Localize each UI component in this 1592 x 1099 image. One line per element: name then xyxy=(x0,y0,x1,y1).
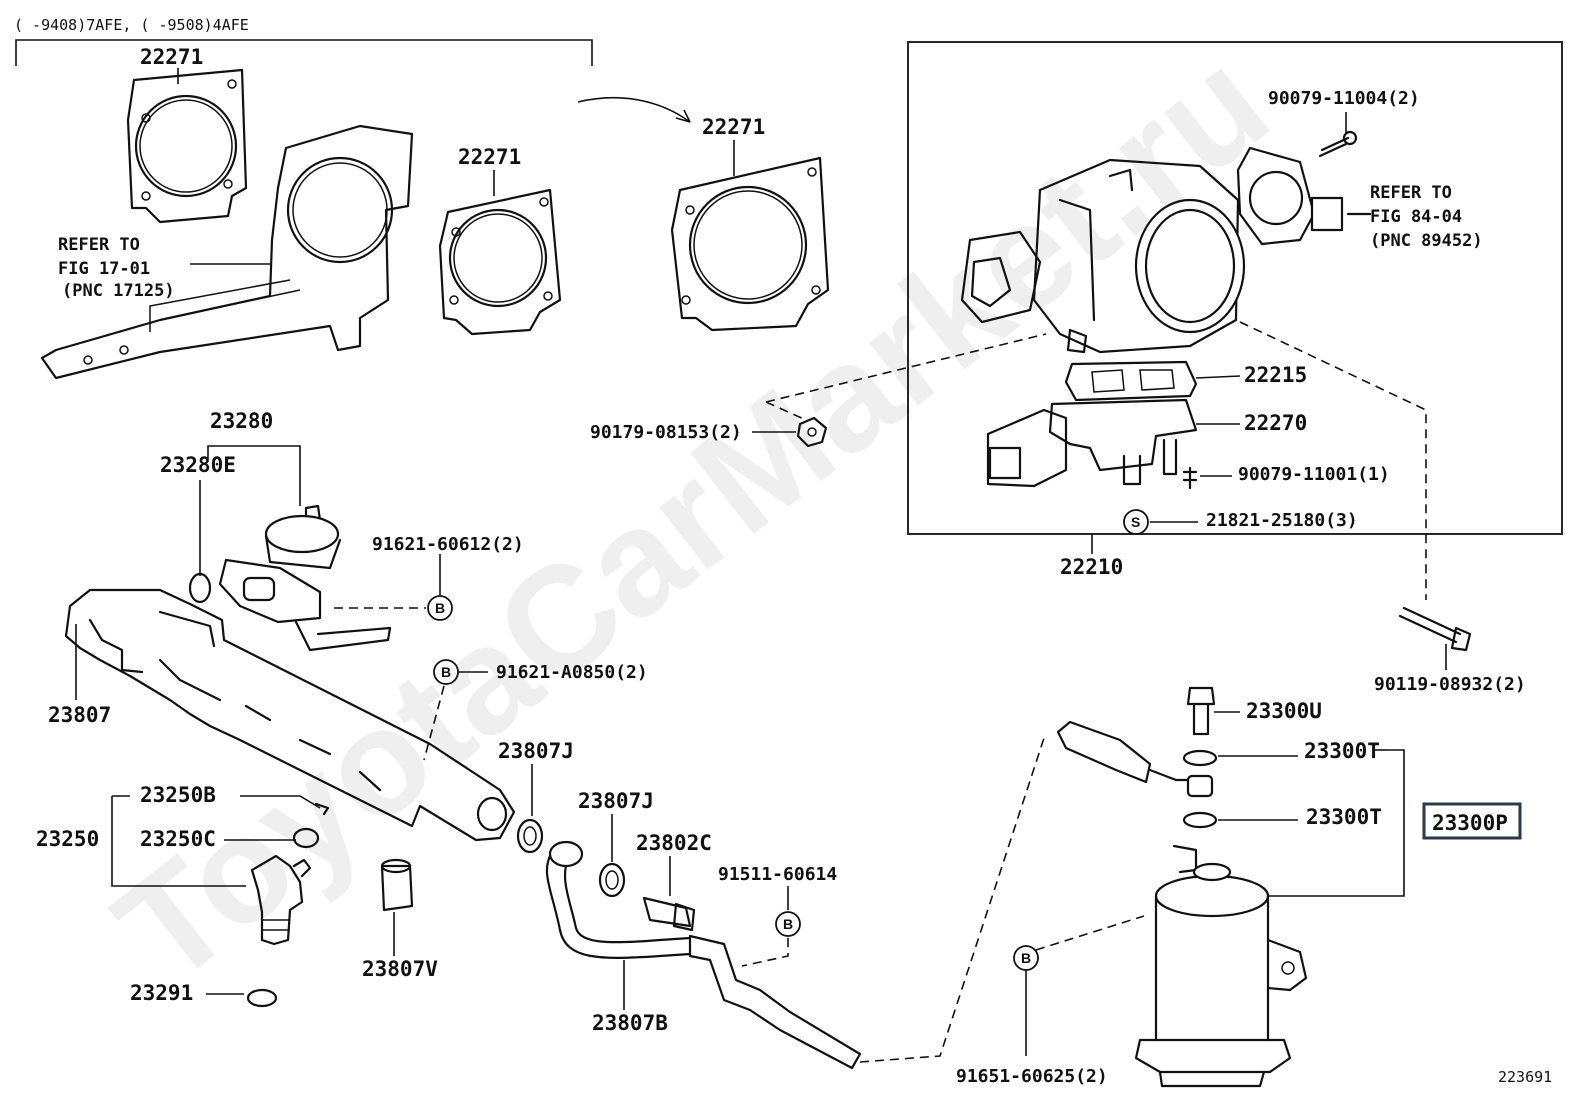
label-91511-60614: 91511-60614 xyxy=(718,864,837,885)
dashed-leader xyxy=(423,685,445,761)
injector-ring-23291[interactable] xyxy=(246,988,278,1008)
regulator-bracket xyxy=(207,445,301,506)
label-23300T-a: 23300T xyxy=(1304,739,1380,763)
dashed-leader xyxy=(1035,915,1145,951)
filter-bracket-lines xyxy=(1250,749,1405,897)
label-22271-c: 22271 xyxy=(702,115,765,139)
svg-text:REFER TO: REFER TO xyxy=(58,235,140,255)
badge-b-2: B xyxy=(433,659,459,685)
label-23250C: 23250C xyxy=(140,827,216,851)
arrow-icon xyxy=(577,97,691,123)
fuel-filter[interactable] xyxy=(1134,844,1308,1088)
label-23250: 23250 xyxy=(36,827,99,851)
filter-kit-callout[interactable]: 23300P xyxy=(1422,802,1522,840)
label-91651-60625: 91651-60625(2) xyxy=(956,1066,1108,1087)
gasket-22271-c[interactable] xyxy=(670,156,830,332)
svg-text:23300P: 23300P xyxy=(1432,811,1508,835)
screw-90079-11004[interactable] xyxy=(1318,130,1358,158)
label-21821-25180: 21821-25180(3) xyxy=(1206,510,1358,531)
filter-gasket-23300T-b[interactable] xyxy=(1182,811,1218,829)
label-90179-08153: 90179-08153(2) xyxy=(590,422,742,443)
label-22271-a: 22271 xyxy=(140,45,203,69)
dashed-leader xyxy=(859,737,1045,1063)
svg-text:(PNC 89452): (PNC 89452) xyxy=(1370,231,1483,251)
dashed-leader xyxy=(741,938,789,967)
label-91621-A0850: 91621-A0850(2) xyxy=(496,662,648,683)
hose-23807B[interactable] xyxy=(545,840,862,1070)
label-23807J-a: 23807J xyxy=(498,739,574,763)
intake-bracket[interactable] xyxy=(40,124,414,380)
union-bolt-23802C[interactable] xyxy=(642,896,696,932)
iac-valve[interactable] xyxy=(986,398,1198,488)
injector-clip-23250B[interactable] xyxy=(314,802,330,816)
filter-bolt-23300U[interactable] xyxy=(1186,686,1216,736)
svg-text:REFER TO: REFER TO xyxy=(1370,183,1452,203)
applicability-label: ( -9408)7AFE, ( -9508)4AFE xyxy=(14,16,249,34)
label-23300U: 23300U xyxy=(1246,699,1322,723)
svg-text:(PNC 17125): (PNC 17125) xyxy=(62,281,175,301)
dashed-leader xyxy=(1239,321,1427,600)
oring-23280E[interactable] xyxy=(188,572,212,604)
leader xyxy=(1195,375,1241,379)
injector-23250[interactable] xyxy=(250,854,312,946)
oring-23250C[interactable] xyxy=(292,827,320,849)
label-23807J-b: 23807J xyxy=(578,789,654,813)
gasket-22215[interactable] xyxy=(1064,360,1198,402)
svg-text:B: B xyxy=(435,600,445,616)
label-23291: 23291 xyxy=(130,981,193,1005)
svg-text:B: B xyxy=(1021,950,1031,966)
label-22215: 22215 xyxy=(1244,363,1307,387)
nut-90179-08153[interactable] xyxy=(796,416,828,448)
svg-text:B: B xyxy=(783,916,793,932)
label-23802C: 23802C xyxy=(636,831,712,855)
label-23280E: 23280E xyxy=(160,453,236,477)
gasket-23807J-b[interactable] xyxy=(598,862,626,898)
gasket-22271-a[interactable] xyxy=(126,68,248,224)
filter-gasket-23300T-a[interactable] xyxy=(1182,749,1218,767)
label-23250B: 23250B xyxy=(140,783,216,807)
filter-connector[interactable] xyxy=(1056,720,1214,798)
badge-b-4: B xyxy=(1013,945,1039,971)
references-fig17: REFER TO FIG 17-01 (PNC 17125) xyxy=(58,235,272,301)
leader xyxy=(240,795,321,809)
svg-text:B: B xyxy=(441,664,451,680)
label-23807: 23807 xyxy=(48,703,111,727)
injector-bracket xyxy=(111,796,246,887)
svg-text:FIG 84-04: FIG 84-04 xyxy=(1370,207,1462,227)
label-22270: 22270 xyxy=(1244,411,1307,435)
figure-id: 223691 xyxy=(1498,1068,1552,1086)
label-23300T-b: 23300T xyxy=(1306,805,1382,829)
label-23807V: 23807V xyxy=(362,957,438,981)
screw-90079-11001[interactable] xyxy=(1182,466,1198,490)
insulator-23807V[interactable] xyxy=(380,858,414,912)
dashed-leader xyxy=(765,333,1047,403)
badge-s: S xyxy=(1123,509,1149,535)
badge-b: B xyxy=(427,595,453,621)
dashed-leader xyxy=(765,401,807,421)
watermark: ToyotaCarMarket.ru xyxy=(86,17,1297,1015)
label-22271-b: 22271 xyxy=(458,145,521,169)
badge-b-3: B xyxy=(775,911,801,937)
bolt-90119-08932[interactable] xyxy=(1398,606,1472,652)
svg-text:FIG 17-01: FIG 17-01 xyxy=(58,259,150,279)
label-23807B: 23807B xyxy=(592,1011,668,1035)
delivery-pipe[interactable] xyxy=(64,588,516,842)
pressure-regulator[interactable] xyxy=(218,504,392,652)
throttle-sensor[interactable] xyxy=(1236,146,1372,246)
applicability-bracket xyxy=(15,39,593,66)
references-fig84: REFER TO FIG 84-04 (PNC 89452) xyxy=(1370,183,1483,251)
label-90079-11004: 90079-11004(2) xyxy=(1268,88,1420,109)
label-90119-08932: 90119-08932(2) xyxy=(1374,674,1526,695)
throttle-body-frame xyxy=(907,41,1563,535)
label-23280: 23280 xyxy=(210,409,273,433)
svg-text:S: S xyxy=(1131,514,1140,530)
label-91621-60612: 91621-60612(2) xyxy=(372,534,524,555)
gasket-23807J-a[interactable] xyxy=(516,818,544,854)
throttle-body[interactable] xyxy=(960,158,1246,354)
label-22210: 22210 xyxy=(1060,555,1123,579)
gasket-22271-b[interactable] xyxy=(438,188,562,336)
label-90079-11001: 90079-11001(1) xyxy=(1238,464,1390,485)
